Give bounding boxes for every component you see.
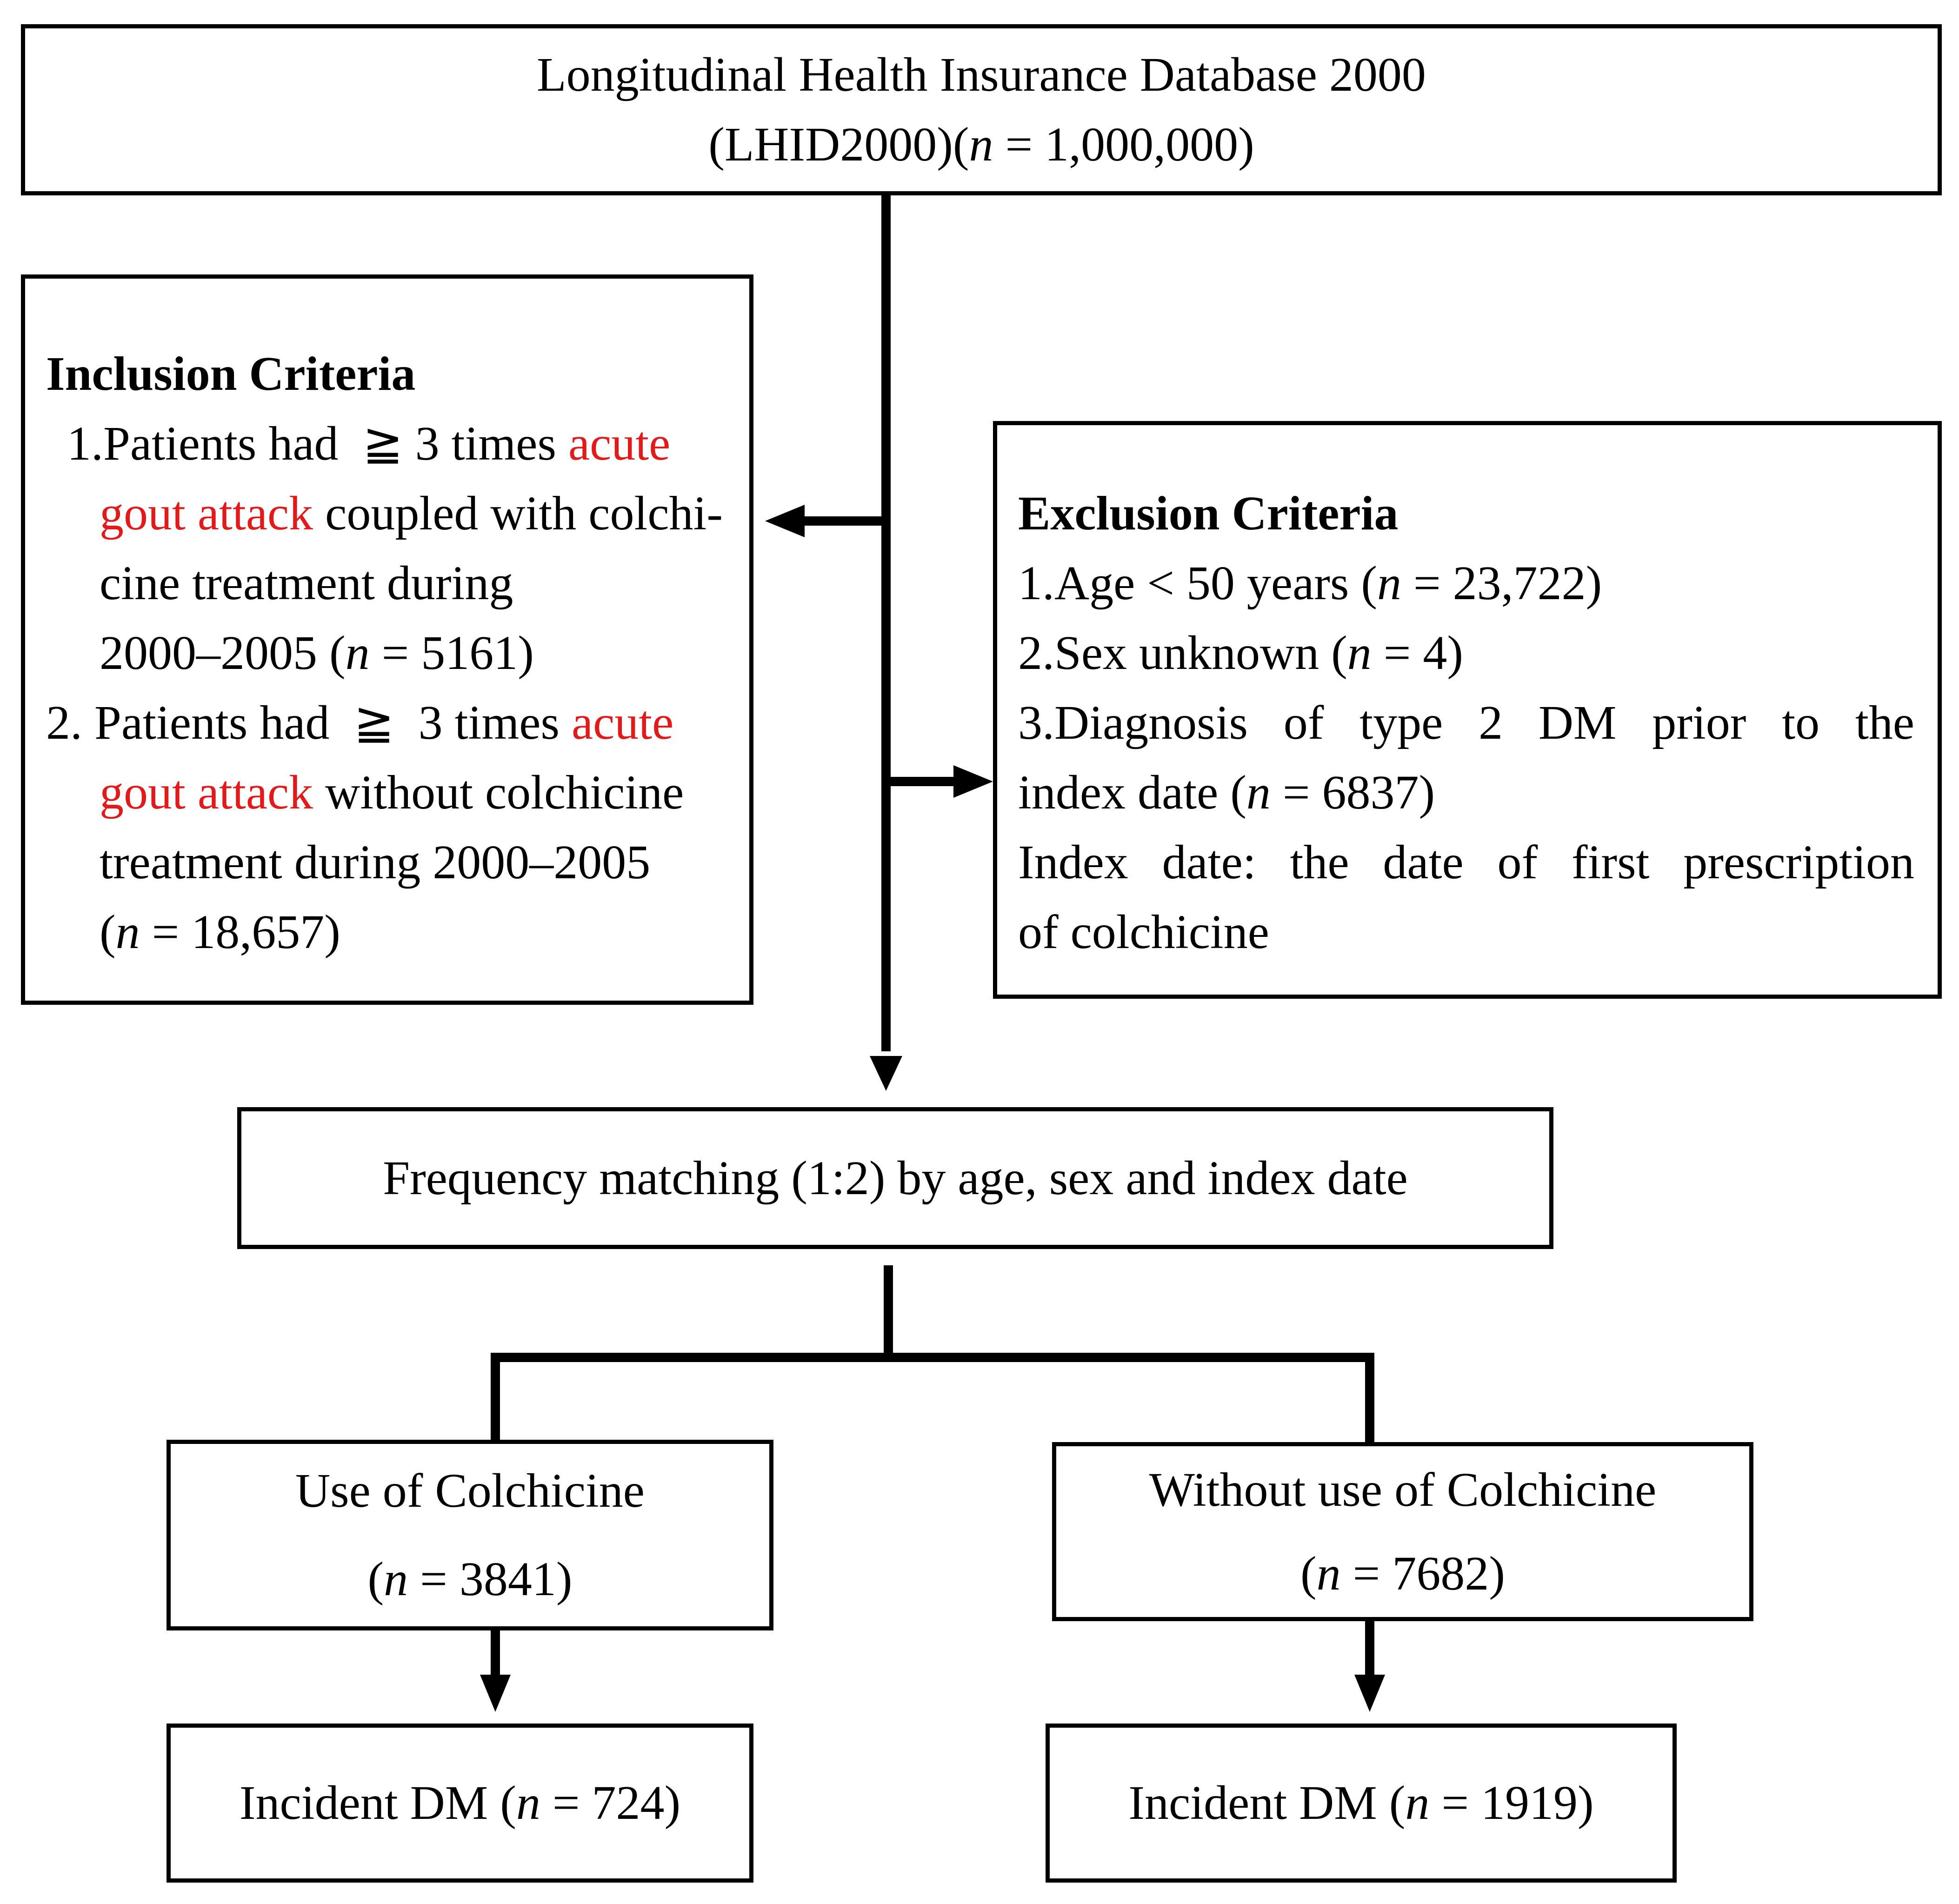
inclusion-item2-line2: gout attack without colchicine: [100, 766, 684, 819]
exclusion-note-line2: of colchicine: [1018, 905, 1269, 959]
arrow-to-incident-right: [1354, 1675, 1385, 1712]
exclusion-note-line1: Index date: the date of first prescripti…: [1018, 835, 1914, 889]
inclusion-item2-line4: (n = 18,657): [100, 905, 340, 959]
inclusion-item1-line1: 1.Patients had ≧ 3 times acute: [67, 417, 671, 470]
database-title: Longitudinal Health Insurance Database 2…: [537, 48, 1426, 101]
inclusion-heading: Inclusion Criteria: [46, 347, 416, 401]
database-count: (LHID2000)(n = 1,000,000): [708, 118, 1254, 171]
arrow-to-inclusion: [765, 505, 805, 537]
exclusion-heading: Exclusion Criteria: [1018, 487, 1399, 540]
arrow-to-matching: [870, 1056, 902, 1091]
incident-dm-use-label: Incident DM (n = 724): [239, 1776, 681, 1830]
inclusion-item2-line1: 2. Patients had ≧ 3 times acute: [46, 696, 674, 749]
database-box: Longitudinal Health Insurance Database 2…: [21, 24, 1942, 195]
exclusion-item2: 2.Sex unknown (n = 4): [1018, 626, 1464, 680]
inclusion-item1-line2: gout attack coupled with colchi-: [100, 487, 723, 540]
without-colchicine-count: (n = 7682): [1300, 1546, 1505, 1600]
matching-box: Frequency matching (1:2) by age, sex and…: [237, 1107, 1553, 1249]
arrow-to-exclusion: [953, 765, 993, 798]
use-colchicine-label: Use of Colchicine: [295, 1464, 645, 1517]
inclusion-item1-line3: cine treatment during: [100, 556, 513, 610]
matching-label: Frequency matching (1:2) by age, sex and…: [383, 1151, 1408, 1205]
inclusion-criteria-box: Inclusion Criteria 1.Patients had ≧ 3 ti…: [21, 274, 753, 1005]
arrow-to-incident-left: [480, 1675, 511, 1712]
exclusion-criteria-box: Exclusion Criteria 1.Age < 50 years (n =…: [993, 421, 1942, 999]
inclusion-item2-line3: treatment during 2000–2005: [100, 835, 651, 889]
exclusion-item3-line1: 3.Diagnosis of type 2 DM prior to the: [1018, 696, 1914, 749]
use-colchicine-count: (n = 3841): [367, 1552, 573, 1606]
exclusion-item3-line2: index date (n = 6837): [1018, 766, 1435, 819]
incident-dm-without-label: Incident DM (n = 1919): [1128, 1776, 1594, 1830]
incident-dm-use-box: Incident DM (n = 724): [167, 1724, 753, 1883]
use-colchicine-box: Use of Colchicine (n = 3841): [167, 1440, 773, 1630]
exclusion-item1: 1.Age < 50 years (n = 23,722): [1018, 556, 1602, 610]
incident-dm-without-box: Incident DM (n = 1919): [1046, 1724, 1677, 1883]
without-colchicine-box: Without use of Colchicine (n = 7682): [1052, 1442, 1753, 1621]
inclusion-item1-line4: 2000–2005 (n = 5161): [100, 626, 534, 680]
without-colchicine-label: Without use of Colchicine: [1149, 1463, 1657, 1517]
